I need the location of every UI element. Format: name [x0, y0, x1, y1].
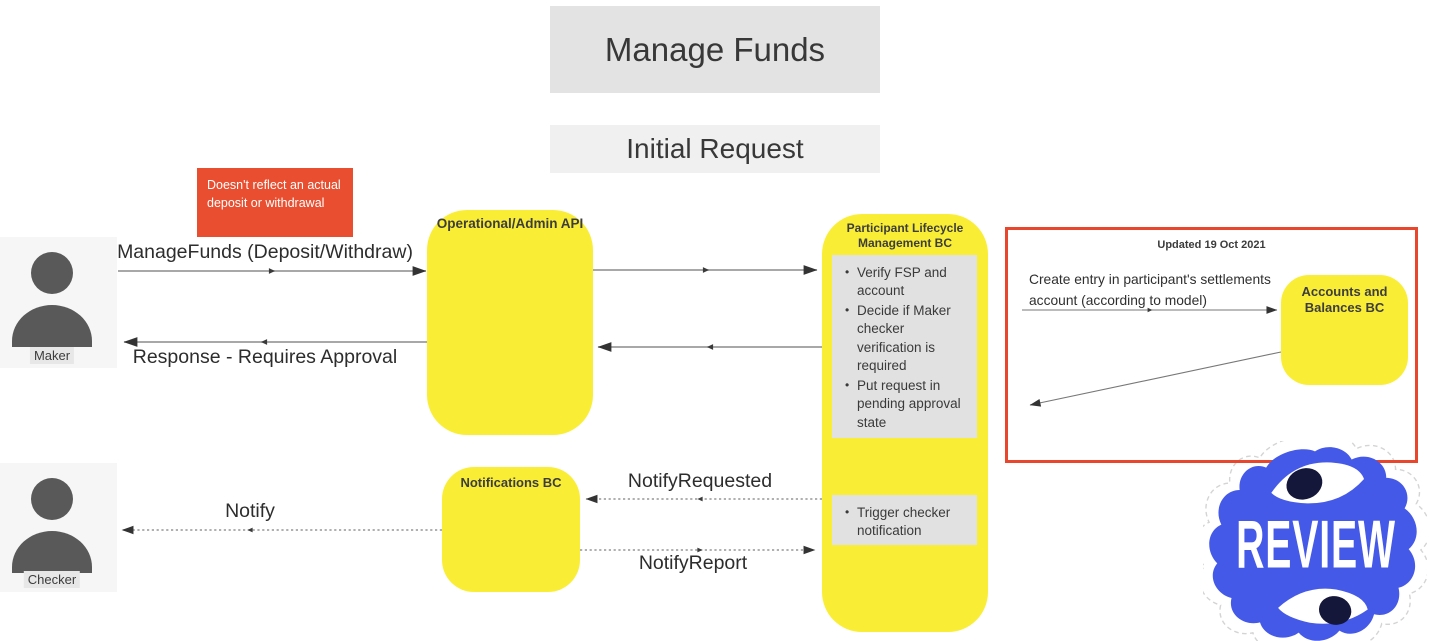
- actor-checker: Checker: [0, 463, 117, 592]
- bc-operational-admin-api: Operational/Admin API: [427, 210, 593, 435]
- eye-icon: [1271, 462, 1365, 504]
- bc-accounts-balances: Accounts and Balances BC: [1281, 275, 1408, 385]
- review-stamp-label: REVIEW: [1236, 506, 1396, 582]
- actor-checker-label: Checker: [23, 571, 81, 588]
- plm-notification-list: Trigger checker notification: [832, 495, 977, 548]
- actor-maker: Maker: [0, 237, 117, 368]
- diagram-subtitle-text: Initial Request: [626, 133, 804, 164]
- bc-participant-lifecycle: Participant Lifecycle Management BC Veri…: [822, 214, 988, 632]
- message-notify: Notify: [225, 500, 275, 522]
- plm-task-panel: Verify FSP and accountDecide if Maker ch…: [832, 255, 977, 438]
- arrow-settlement-return: [1029, 351, 1282, 407]
- bc-accounts-title: Accounts and Balances BC: [1301, 284, 1388, 315]
- annotation-updated-label: Updated 19 Oct 2021: [1157, 239, 1266, 251]
- note-card: Doesn't reflect an actual deposit or wit…: [197, 168, 353, 237]
- person-icon: [12, 478, 92, 573]
- stamp-blob: [1209, 447, 1417, 641]
- bc-plm-title: Participant Lifecycle Management BC: [846, 221, 964, 250]
- message-notify-report: NotifyReport: [638, 552, 748, 574]
- annotation-create-entry-label: Create entry in participant's settlement…: [1029, 272, 1271, 308]
- message-managefunds: ManageFunds (Deposit/Withdraw): [117, 241, 413, 263]
- task-item: Decide if Maker checker verification is …: [845, 302, 971, 376]
- task-item: Verify FSP and account: [845, 264, 971, 301]
- message-notify-requested: NotifyRequested: [627, 470, 773, 492]
- annotation-box: Updated 19 Oct 2021 Create entry in part…: [1005, 227, 1418, 463]
- bc-notifications: Notifications BC: [442, 467, 580, 592]
- diagram-title-text: Manage Funds: [604, 30, 826, 68]
- review-stamp: REVIEW: [1209, 447, 1417, 641]
- diagram-subtitle: Initial Request: [550, 125, 880, 173]
- message-response: Response - Requires Approval: [132, 346, 398, 368]
- eye-icon: [1278, 588, 1368, 625]
- bc-operational-title: Operational/Admin API: [436, 216, 584, 231]
- bc-notifications-title: Notifications BC: [460, 475, 562, 490]
- task-item: Trigger checker notification: [845, 504, 971, 541]
- plm-task-list: Verify FSP and accountDecide if Maker ch…: [832, 255, 977, 439]
- plm-notification-panel: Trigger checker notification: [832, 495, 977, 545]
- diagram-title: Manage Funds: [550, 6, 880, 93]
- actor-maker-label: Maker: [29, 347, 75, 364]
- note-text: Doesn't reflect an actual deposit or wit…: [207, 178, 341, 211]
- person-icon: [12, 252, 92, 347]
- task-item: Put request in pending approval state: [845, 377, 971, 432]
